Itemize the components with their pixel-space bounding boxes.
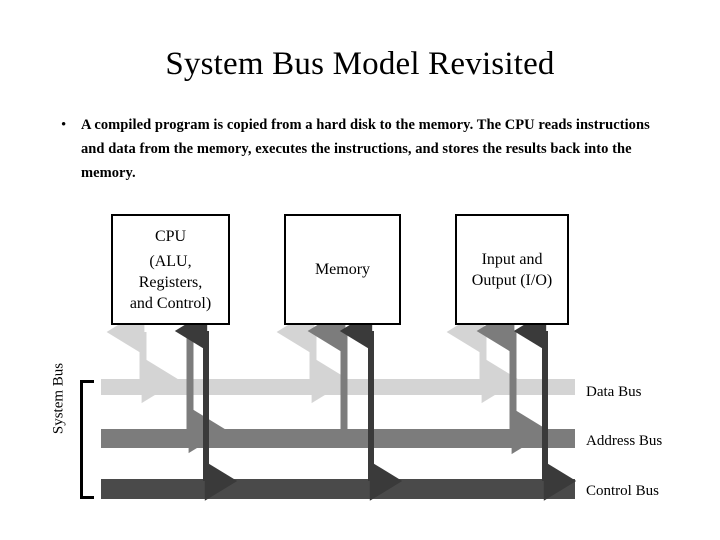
io-label-line-2: Output (I/O) bbox=[471, 271, 553, 289]
cpu-label-line-3: Registers, bbox=[138, 273, 203, 291]
memory-label-line-1: Memory bbox=[314, 261, 371, 278]
cpu-label-line-2: (ALU, bbox=[149, 252, 192, 270]
component-box-memory[interactable]: Memory bbox=[284, 214, 401, 325]
system-bus-bracket bbox=[80, 380, 94, 499]
address-bus-label: Address Bus bbox=[586, 433, 663, 449]
bullet-marker-icon: • bbox=[61, 117, 67, 133]
data-bus-label: Data Bus bbox=[586, 384, 642, 400]
io-label-line-1: Input and bbox=[481, 250, 543, 268]
address-bus-bar bbox=[101, 429, 575, 448]
bullet-block: • A compiled program is copied from a ha… bbox=[55, 113, 675, 185]
component-box-io[interactable]: Input and Output (I/O) bbox=[455, 214, 569, 325]
control-bus-label: Control Bus bbox=[586, 483, 659, 499]
bullet-body-text: A compiled program is copied from a hard… bbox=[81, 117, 650, 181]
system-bus-label: System Bus bbox=[50, 362, 67, 435]
cpu-label-line-1: CPU bbox=[154, 227, 187, 245]
page-title: System Bus Model Revisited bbox=[165, 46, 555, 82]
control-bus-bar bbox=[101, 479, 575, 499]
cpu-label-line-4: and Control) bbox=[129, 294, 212, 312]
data-bus-bar bbox=[101, 379, 575, 395]
component-box-cpu[interactable]: CPU (ALU, Registers, and Control) bbox=[111, 214, 230, 325]
